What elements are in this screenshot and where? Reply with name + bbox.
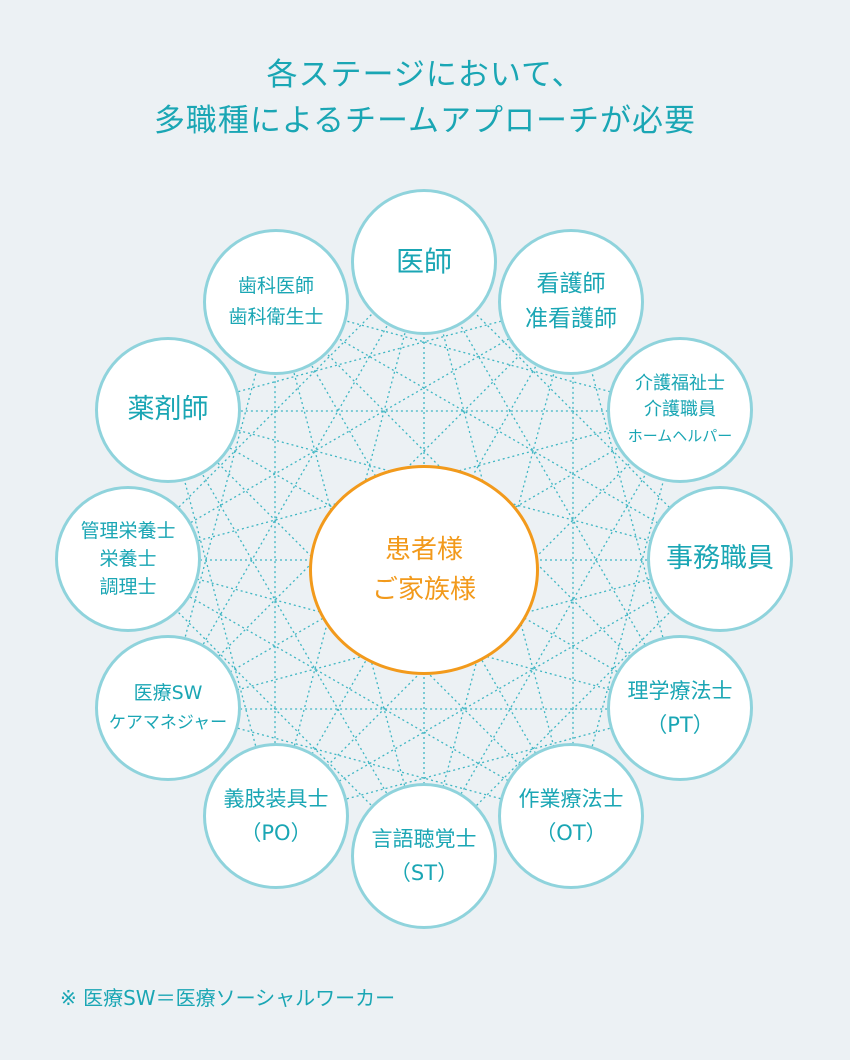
node-dentist: 歯科医師 歯科衛生士 [203,229,349,375]
node-nurse: 看護師 准看護師 [498,229,644,375]
node-clerk: 事務職員 [647,486,793,632]
node-po: 義肢装具士 （PO） [203,743,349,889]
center-node-patient-family: 患者様 ご家族様 [309,465,539,675]
node-caregiver-label-3: ホームヘルパー [627,427,733,445]
connector-line [423,261,574,819]
connector-line [423,261,683,710]
connector-line [165,410,425,859]
connector-line [165,410,683,710]
connector-line [125,410,683,561]
node-sw-label-2: ケアマネジャー [108,713,228,733]
connector-line [165,410,683,710]
connector-line [274,301,683,710]
node-po-label-2: （PO） [240,821,312,845]
connector-line [423,410,683,859]
center-label-1: 患者様 [384,535,463,565]
node-ot-label-2: （OT） [535,821,607,845]
node-pt-label-2: （PT） [646,713,714,737]
node-po-label-1: 義肢装具士 [223,787,329,811]
node-caregiver: 介護福祉士 介護職員 ホームヘルパー [607,337,753,483]
node-dentist-label-2: 歯科衛生士 [228,306,324,328]
connector-line [274,301,723,561]
node-caregiver-label-2: 介護職員 [644,399,716,420]
node-clerk-label: 事務職員 [666,543,774,574]
footnote: ※ 医療SW＝医療ソーシャルワーカー [60,986,396,1010]
connector-line [165,410,723,561]
title-line-1: 各ステージにおいて、 [266,57,584,93]
center-label-2: ご家族様 [371,575,476,605]
diagram-title: 各ステージにおいて、 多職種によるチームアプローチが必要 [0,52,850,144]
connector-line [125,559,574,819]
node-ot: 作業療法士 （OT） [498,743,644,889]
connector-line [165,410,574,819]
connector-line [165,261,425,710]
connector-line [423,301,574,859]
node-dietitian: 管理栄養士 栄養士 調理士 [55,486,201,632]
node-st-label-2: （ST） [389,861,459,885]
title-line-2: 多職種によるチームアプローチが必要 [153,103,697,139]
node-dietitian-label-2: 栄養士 [99,548,157,570]
connector-line [274,261,425,819]
node-nurse-label-2: 准看護師 [525,306,617,332]
connector-line [165,301,574,710]
connector-line [125,301,574,561]
connector-line [274,301,574,819]
node-pt: 理学療法士 （PT） [607,635,753,781]
node-pharmacist: 薬剤師 [95,337,241,483]
node-st-label-1: 言語聴覚士 [371,827,477,851]
node-ot-label-1: 作業療法士 [518,787,624,811]
node-st: 言語聴覚士 （ST） [351,783,497,929]
node-nurse-label-1: 看護師 [536,271,606,297]
connector-line [165,559,723,710]
node-caregiver-label-1: 介護福祉士 [635,373,725,394]
node-doctor-label: 医師 [395,245,452,278]
node-dietitian-label-1: 管理栄養士 [80,520,176,542]
connector-line [274,410,683,819]
connector-line [274,301,574,819]
node-sw: 医療SW ケアマネジャー [95,635,241,781]
connector-line [274,301,425,859]
connector-line [125,559,683,710]
node-pharmacist-label: 薬剤師 [127,394,209,425]
node-sw-label-1: 医療SW [133,682,203,704]
node-dietitian-label-3: 調理士 [99,576,157,598]
node-pt-label-1: 理学療法士 [627,679,733,703]
node-dentist-label-1: 歯科医師 [237,275,314,297]
node-doctor: 医師 [351,189,497,335]
connector-line [274,559,723,819]
